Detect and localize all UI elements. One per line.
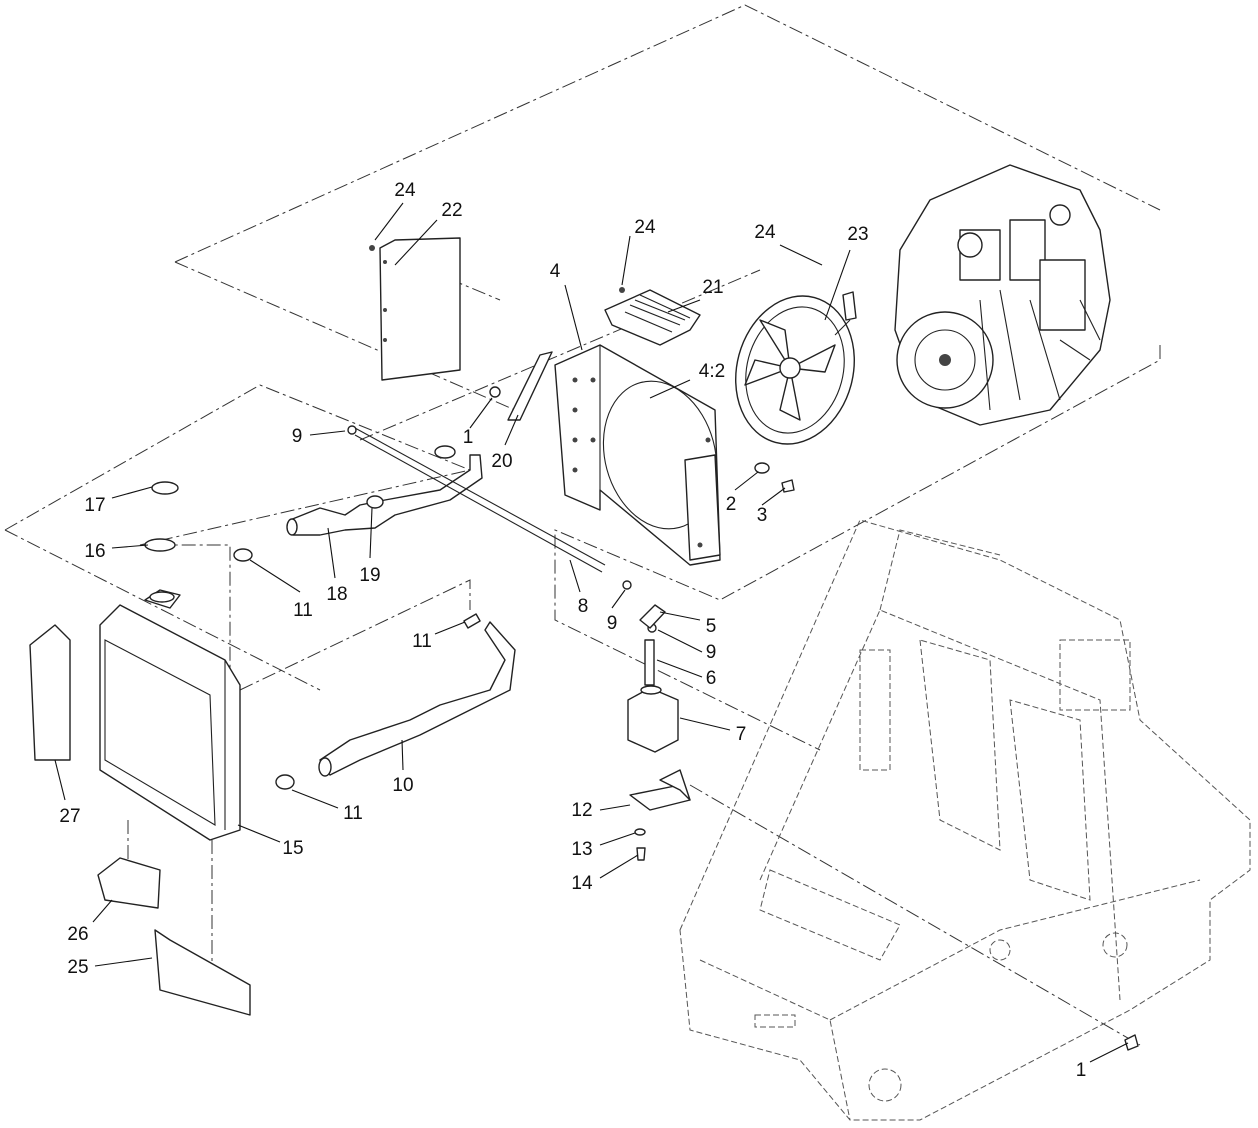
electric-fan-icon <box>735 291 857 445</box>
callout-13: 13 <box>571 839 592 860</box>
callout-1: 1 <box>463 427 474 448</box>
baffle-22 <box>369 237 461 381</box>
callout-23: 23 <box>847 224 868 245</box>
callout-27: 27 <box>59 806 80 827</box>
callout-25: 25 <box>67 957 88 978</box>
callout-11: 11 <box>293 600 313 621</box>
callout-9: 9 <box>706 642 717 663</box>
callout-4: 4 <box>550 261 561 282</box>
fan-shroud <box>554 344 721 566</box>
callout-8: 8 <box>578 596 589 617</box>
callout-16: 16 <box>84 541 105 562</box>
callout-24: 24 <box>634 217 656 238</box>
frame-bolt <box>1124 1034 1139 1051</box>
callout-20: 20 <box>491 451 512 472</box>
callout-labels: 24 22 24 21 4 24 23 4:2 9 1 20 2 3 17 16… <box>59 180 1086 1081</box>
callout-11: 11 <box>412 631 432 652</box>
callout-24: 24 <box>754 222 776 243</box>
chassis-frame-icon <box>679 519 1251 1121</box>
callout-15: 15 <box>282 838 303 859</box>
callout-22: 22 <box>441 200 462 221</box>
callout-9: 9 <box>607 613 618 634</box>
upper-hose-18 <box>286 445 483 536</box>
assembly-reference-lines <box>4 4 1161 1046</box>
lower-hose-10 <box>318 613 516 777</box>
callout-9: 9 <box>292 426 303 447</box>
callout-19: 19 <box>359 565 380 586</box>
engine-block-icon <box>894 164 1111 426</box>
overflow-reservoir-7 <box>627 604 691 861</box>
cover-plate-21 <box>604 287 701 346</box>
callout-12: 12 <box>571 800 592 821</box>
callout-21: 21 <box>702 277 723 298</box>
callout-17: 17 <box>84 495 105 516</box>
coolant-tube-8 <box>354 427 606 573</box>
callout-5: 5 <box>706 616 717 637</box>
hose-clamps <box>233 425 657 790</box>
callout-6: 6 <box>706 668 717 689</box>
callout-3: 3 <box>757 505 768 526</box>
callout-26: 26 <box>67 924 88 945</box>
radiator-icon <box>99 589 241 841</box>
side-shield-27 <box>29 624 71 761</box>
bracket-20 <box>507 351 553 421</box>
radiator-cap <box>144 481 179 552</box>
duct-26 <box>97 857 161 909</box>
callout-1: 1 <box>1076 1060 1087 1081</box>
callout-2: 2 <box>726 494 737 515</box>
callout-14: 14 <box>571 873 593 894</box>
callout-24: 24 <box>394 180 416 201</box>
duct-25 <box>154 929 251 1016</box>
callout-7: 7 <box>736 724 747 745</box>
callout-4-2: 4:2 <box>699 361 725 382</box>
fasteners-2-3 <box>489 386 795 493</box>
callout-18: 18 <box>326 584 347 605</box>
callout-10: 10 <box>392 775 413 796</box>
callout-11: 11 <box>343 803 363 824</box>
callout-leaders <box>54 202 1129 1063</box>
